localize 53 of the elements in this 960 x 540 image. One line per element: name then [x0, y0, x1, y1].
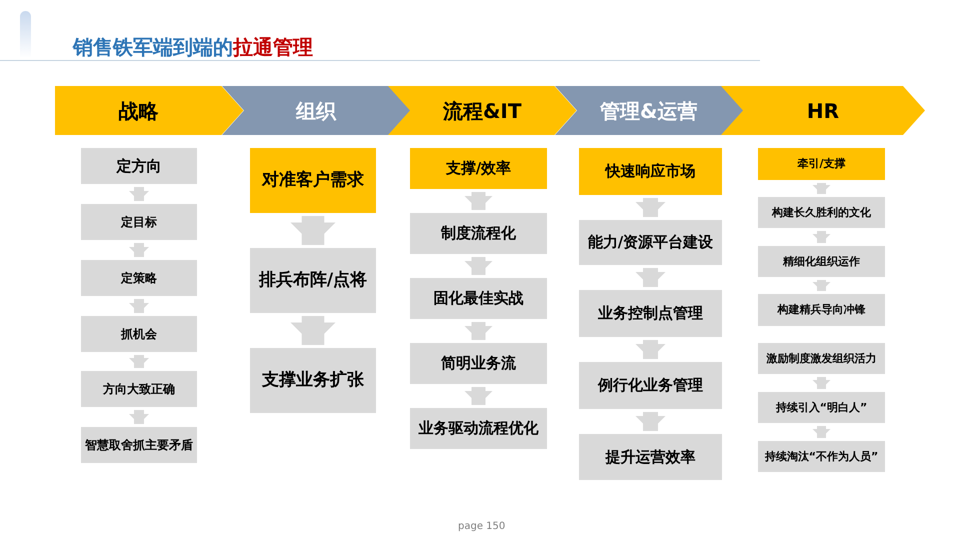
process-step: 持续引入“明白人”	[758, 392, 885, 423]
down-arrow	[129, 187, 149, 201]
down-arrow	[636, 268, 666, 287]
down-arrow	[812, 183, 830, 194]
down-arrow	[636, 412, 666, 431]
process-step: 定方向	[81, 148, 197, 184]
process-step: 持续淘汰“不作为人员”	[758, 441, 885, 472]
process-step: 例行化业务管理	[579, 362, 722, 409]
process-step: 构建长久胜利的文化	[758, 197, 885, 228]
down-arrow	[129, 299, 149, 313]
page-number: page 150	[458, 520, 506, 534]
process-step: 智慧取舍抓主要矛盾	[81, 427, 197, 463]
process-step: 构建精兵导向冲锋	[758, 294, 885, 326]
stage-title: 管理&运营	[600, 98, 698, 124]
process-step: 定策略	[81, 260, 197, 296]
process-step: 牵引/支撑	[758, 148, 885, 180]
down-arrow	[812, 280, 830, 291]
down-arrow	[464, 257, 492, 275]
stage-title: 流程&IT	[442, 98, 522, 124]
process-step: 制度流程化	[410, 213, 547, 254]
stage-title: 组织	[296, 98, 336, 124]
process-step: 业务驱动流程优化	[410, 408, 547, 449]
process-step: 能力/资源平台建设	[579, 220, 722, 265]
down-arrow	[636, 198, 666, 217]
process-step: 排兵布阵/点将	[250, 248, 376, 313]
down-arrow	[129, 410, 149, 424]
process-step: 固化最佳实战	[410, 278, 547, 319]
down-arrow	[464, 387, 492, 405]
stage-title: 战略	[118, 98, 158, 124]
process-step: 抓机会	[81, 316, 197, 352]
down-arrow	[464, 322, 492, 340]
down-arrow	[290, 216, 336, 245]
down-arrow	[290, 316, 336, 345]
down-arrow	[812, 426, 830, 438]
down-arrow	[129, 355, 149, 368]
process-step: 业务控制点管理	[579, 290, 722, 337]
process-step: 简明业务流	[410, 343, 547, 384]
process-step: 定目标	[81, 204, 197, 240]
stage-title: HR	[806, 98, 840, 124]
process-step: 精细化组织运作	[758, 246, 885, 277]
process-step: 支撑/效率	[410, 148, 547, 189]
down-arrow	[812, 231, 830, 243]
process-step: 方向大致正确	[81, 371, 197, 407]
down-arrow	[812, 377, 830, 389]
process-step: 提升运营效率	[579, 434, 722, 480]
process-step: 对准客户需求	[250, 148, 376, 213]
process-step: 快速响应市场	[579, 148, 722, 195]
down-arrow	[636, 340, 666, 359]
down-arrow	[129, 243, 149, 257]
down-arrow	[464, 192, 492, 210]
page-title: 销售铁军端到端的拉通管理	[73, 34, 313, 61]
process-step: 支撑业务扩张	[250, 348, 376, 413]
process-step: 激励制度激发组织活力	[758, 343, 885, 374]
